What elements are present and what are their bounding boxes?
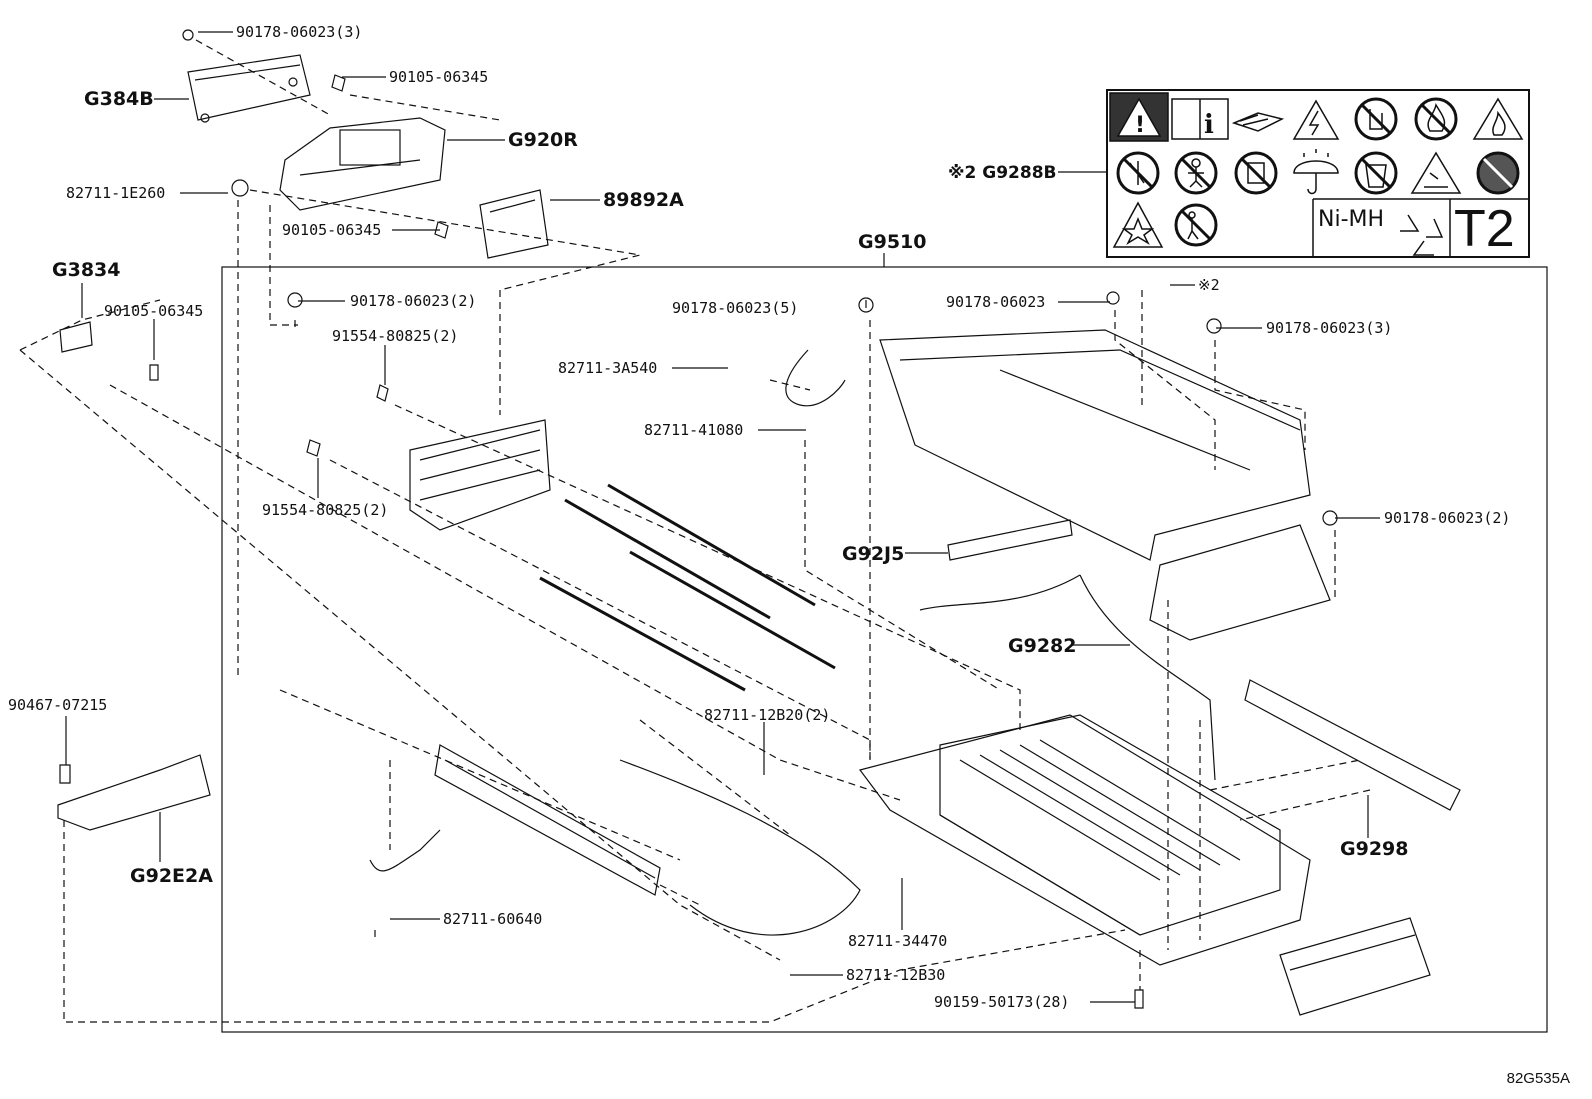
part-g920r — [231, 117, 446, 211]
callout-c31: ※2 G9288B — [948, 163, 1057, 183]
assembly-frame — [221, 266, 1548, 1033]
corrosive-icon — [1410, 151, 1462, 194]
manual-icon: i — [1171, 98, 1229, 140]
part-89892a — [479, 189, 549, 259]
callout-c23: 90467-07215 — [8, 696, 107, 714]
svg-text:i: i — [1204, 110, 1214, 140]
no-water-icon — [1476, 151, 1520, 195]
diagram-code: 82G535A — [1506, 1070, 1570, 1087]
read-manual-icon — [1231, 112, 1285, 132]
callout-c21: G92J5 — [842, 543, 904, 565]
callout-c29: 82711-12B30 — [846, 966, 945, 984]
explosive-icon — [1112, 201, 1164, 248]
callout-c18: ※2 — [1198, 276, 1220, 294]
callout-c12: 91554-80825(2) — [262, 501, 388, 519]
caution-icon: ! — [1109, 92, 1169, 142]
part-g92e2a — [57, 754, 211, 831]
callout-c5: 82711-1E260 — [66, 184, 165, 202]
callout-c6: 89892A — [603, 189, 684, 211]
high-voltage-icon — [1292, 99, 1340, 140]
callout-c3: G384B — [84, 88, 154, 110]
recycle-icon — [1400, 214, 1444, 256]
warning-label-g9288b: ! i — [1106, 89, 1530, 258]
no-dispose-icon — [1354, 151, 1398, 195]
callout-c2: 90105-06345 — [389, 68, 488, 86]
no-touch-icon — [1354, 97, 1398, 141]
callout-c7: 90105-06345 — [282, 221, 381, 239]
callout-c9: 90105-06345 — [104, 302, 203, 320]
callout-c24: 82711-12B20(2) — [704, 706, 830, 724]
part-g384b — [182, 29, 311, 123]
part-upper-bracket — [1149, 524, 1331, 641]
part-top-cover — [879, 329, 1311, 561]
bolt-icons — [59, 74, 1338, 1009]
callout-c28: 82711-34470 — [848, 932, 947, 950]
callout-c22: G9282 — [1008, 635, 1076, 657]
callout-c8: G3834 — [52, 259, 120, 281]
callout-c4: G920R — [508, 129, 578, 151]
no-children-icon — [1174, 203, 1218, 247]
part-g9298 — [1244, 679, 1461, 811]
label-code-t2: T2 — [1454, 200, 1515, 258]
part-wire-60640 — [369, 829, 441, 872]
callout-c11: 91554-80825(2) — [332, 327, 458, 345]
part-g92j5 — [947, 519, 1073, 561]
callout-c30: 90159-50173(28) — [934, 993, 1069, 1011]
callout-c1: 90178-06023(3) — [236, 23, 362, 41]
callout-c19: 90178-06023(3) — [1266, 319, 1392, 337]
callout-c20: 90178-06023(2) — [1384, 509, 1510, 527]
keep-dry-icon — [1293, 149, 1339, 195]
part-wire-3a540 — [785, 349, 846, 407]
callout-c26: G92E2A — [130, 865, 213, 887]
part-end-plate-right — [1279, 917, 1431, 1016]
part-battery-stack — [858, 714, 1311, 966]
callout-c25: G9298 — [1340, 838, 1408, 860]
no-fire-icon — [1414, 97, 1458, 141]
callout-c17: 90178-06023 — [946, 293, 1045, 311]
no-child-icon — [1174, 151, 1218, 195]
part-g9282-harness — [919, 574, 1216, 781]
callout-c13: G9510 — [858, 231, 926, 253]
part-end-plate-left — [409, 419, 551, 531]
callout-c15: 82711-3A540 — [558, 359, 657, 377]
flammable-icon — [1472, 97, 1524, 140]
no-disassemble-icon — [1116, 151, 1160, 195]
part-side-rail — [434, 744, 661, 896]
callout-c10: 90178-06023(2) — [350, 292, 476, 310]
svg-text:!: ! — [1135, 113, 1145, 138]
chemistry-label: Ni-MH — [1318, 207, 1385, 232]
callout-c14: 90178-06023(5) — [672, 299, 798, 317]
callout-c27: 82711-60640 — [443, 910, 542, 928]
warning-pictograms: ! i — [1109, 92, 1528, 256]
callout-c16: 82711-41080 — [644, 421, 743, 439]
part-g3834 — [59, 321, 93, 353]
no-crush-icon — [1234, 151, 1278, 195]
part-rods — [539, 483, 836, 692]
part-long-harness — [619, 759, 861, 936]
